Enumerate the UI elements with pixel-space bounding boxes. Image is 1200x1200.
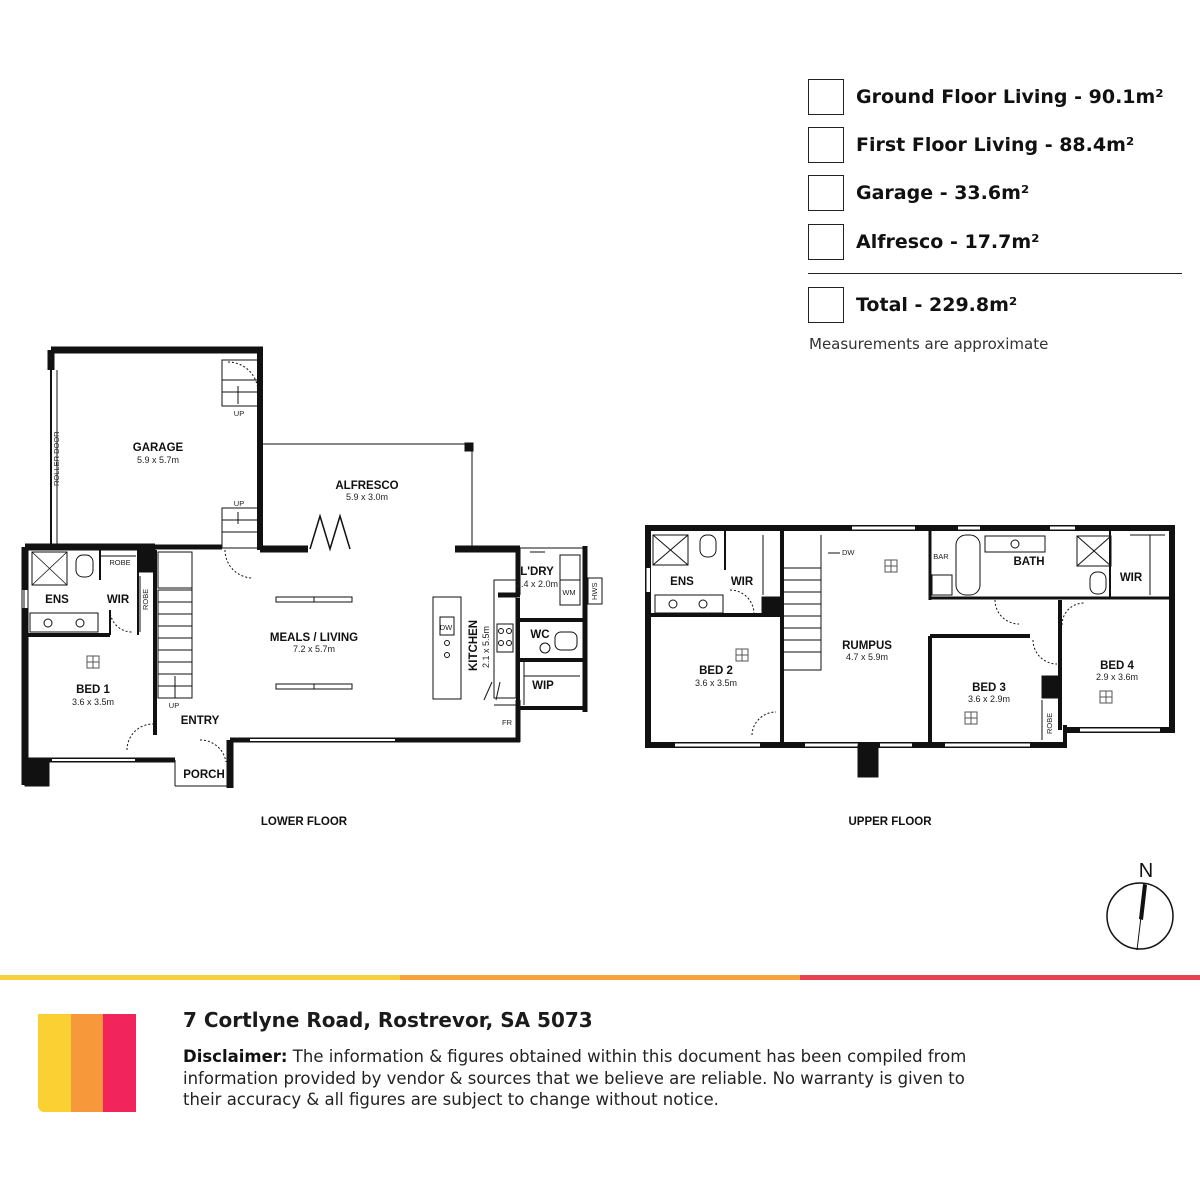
kitchen-bench <box>432 579 517 700</box>
legend-swatch <box>808 127 844 163</box>
bed1-dimensions: 3.6 x 3.5m <box>72 697 114 707</box>
kitchen-label: KITCHEN <box>468 620 480 671</box>
legend-row-garage: Garage - 33.6m² <box>808 174 1029 212</box>
compass-north-label: N <box>1139 860 1153 882</box>
lower-floor-labels: GARAGE 5.9 x 5.7m ROLLER DOOR UP UP ALFR… <box>45 409 599 828</box>
legend-label-garage: Garage - 33.6m² <box>856 182 1030 204</box>
legend-row-ground-floor: Ground Floor Living - 90.1m² <box>808 78 1164 116</box>
laundry-dimensions: 2.4 x 2.0m <box>516 579 558 589</box>
bed4-dimensions: 2.9 x 3.6m <box>1096 672 1138 682</box>
robe-label: ROBE <box>109 558 130 567</box>
legend-swatch <box>808 175 844 211</box>
garage-steps <box>221 359 261 549</box>
up-label: UP <box>169 701 179 710</box>
legend-label-ground-floor: Ground Floor Living - 90.1m² <box>856 86 1164 108</box>
garage-dimensions: 5.9 x 5.7m <box>137 455 179 465</box>
robe-label: ROBE <box>141 589 150 610</box>
hot-water-system-label: HWS <box>590 583 599 601</box>
legend-swatch <box>808 79 844 115</box>
laundry-wc-wip-walls <box>483 546 603 712</box>
upper-interior-walls <box>650 530 1170 745</box>
lower-windows <box>275 596 353 690</box>
laundry-label: L'DRY <box>520 566 554 578</box>
walk-in-robe-label: WIR <box>107 594 130 606</box>
robe-label: ROBE <box>1045 713 1054 734</box>
dishwasher-label: DW <box>842 548 855 557</box>
walk-in-robe-label: WIR <box>731 576 754 588</box>
alfresco-label: ALFRESCO <box>335 480 398 492</box>
bed1-ensuite-walls <box>22 549 156 763</box>
upper-outer-walls <box>645 525 1175 778</box>
bath-label: BATH <box>1013 556 1044 568</box>
entry-label: ENTRY <box>181 715 220 727</box>
up-label: UP <box>234 409 244 418</box>
north-compass: N <box>1106 860 1174 951</box>
bed4-label: BED 4 <box>1100 660 1134 672</box>
legend-label-total: Total - 229.8m² <box>856 294 1018 316</box>
lower-stairs <box>157 551 193 699</box>
disclaimer-label: Disclaimer: <box>183 1047 288 1066</box>
legend-swatch <box>808 287 844 323</box>
legend-label-first-floor: First Floor Living - 88.4m² <box>856 134 1135 156</box>
porch-label: PORCH <box>183 769 225 781</box>
logo-stripe <box>103 1014 136 1112</box>
compass-north-arrow-icon <box>1139 884 1147 920</box>
logo-stripe <box>38 1014 71 1112</box>
legend-label-alfresco: Alfresco - 17.7m² <box>856 231 1040 253</box>
compass-ring-icon <box>1106 882 1174 950</box>
bed1-label: BED 1 <box>76 684 110 696</box>
wc-label: WC <box>530 629 549 641</box>
lower-doors <box>126 549 254 763</box>
color-bar-segment <box>800 975 1200 980</box>
footer-color-bar <box>0 975 1200 980</box>
dishwasher-label: DW <box>440 623 453 632</box>
bed3-label: BED 3 <box>972 682 1006 694</box>
washing-machine-label: WM <box>562 588 575 597</box>
floor-plan-drawing: GARAGE 5.9 x 5.7m ROLLER DOOR UP UP ALFR… <box>21 346 1175 951</box>
measurement-note: Measurements are approximate <box>809 335 1049 353</box>
disclaimer-text: The information & figures obtained withi… <box>183 1047 967 1109</box>
legend-row-alfresco: Alfresco - 17.7m² <box>808 223 1039 261</box>
garage-label: GARAGE <box>133 442 184 454</box>
upper-floor-plan <box>645 525 1175 778</box>
legend-swatch <box>808 224 844 260</box>
lower-floor-title: LOWER FLOOR <box>261 816 348 828</box>
lower-floor-plan <box>21 346 603 788</box>
upper-floor-labels: ENS WIR BED 2 3.6 x 3.5m DW RUMPUS 4.7 x… <box>670 548 1143 828</box>
bed2-label: BED 2 <box>699 665 733 677</box>
meals-living-label: MEALS / LIVING <box>270 632 358 644</box>
roller-door-label: ROLLER DOOR <box>52 431 61 486</box>
kitchen-dimensions: 2.1 x 5.5m <box>481 626 491 668</box>
up-label: UP <box>234 499 244 508</box>
property-address: 7 Cortlyne Road, Rostrevor, SA 5073 <box>183 1008 593 1032</box>
legend-row-total: Total - 229.8m² <box>808 286 1017 324</box>
wip-label: WIP <box>532 680 554 692</box>
main-house-walls <box>21 543 521 788</box>
walk-in-robe-label: WIR <box>1120 572 1143 584</box>
legend-row-first-floor: First Floor Living - 88.4m² <box>808 126 1134 164</box>
ensuite-label: ENS <box>45 594 69 606</box>
color-bar-segment <box>0 975 400 980</box>
ensuite-label: ENS <box>670 576 694 588</box>
bar-label: BAR <box>933 552 949 561</box>
meals-living-dimensions: 7.2 x 5.7m <box>293 644 335 654</box>
upper-fixtures <box>652 534 1165 671</box>
bed3-dimensions: 3.6 x 2.9m <box>968 694 1010 704</box>
alfresco-walls <box>260 442 520 553</box>
upper-doors <box>729 589 1085 736</box>
upper-floor-title: UPPER FLOOR <box>848 816 932 828</box>
rumpus-dimensions: 4.7 x 5.9m <box>846 652 888 662</box>
fridge-label: FR <box>502 718 513 727</box>
color-bar-segment <box>400 975 800 980</box>
bed2-dimensions: 3.6 x 3.5m <box>695 678 737 688</box>
logo-stripe <box>70 1014 104 1112</box>
legend-divider <box>808 273 1182 274</box>
agency-logo <box>38 1014 136 1112</box>
disclaimer: Disclaimer: The information & figures ob… <box>183 1046 983 1111</box>
rumpus-label: RUMPUS <box>842 640 892 652</box>
alfresco-dimensions: 5.9 x 3.0m <box>346 492 388 502</box>
